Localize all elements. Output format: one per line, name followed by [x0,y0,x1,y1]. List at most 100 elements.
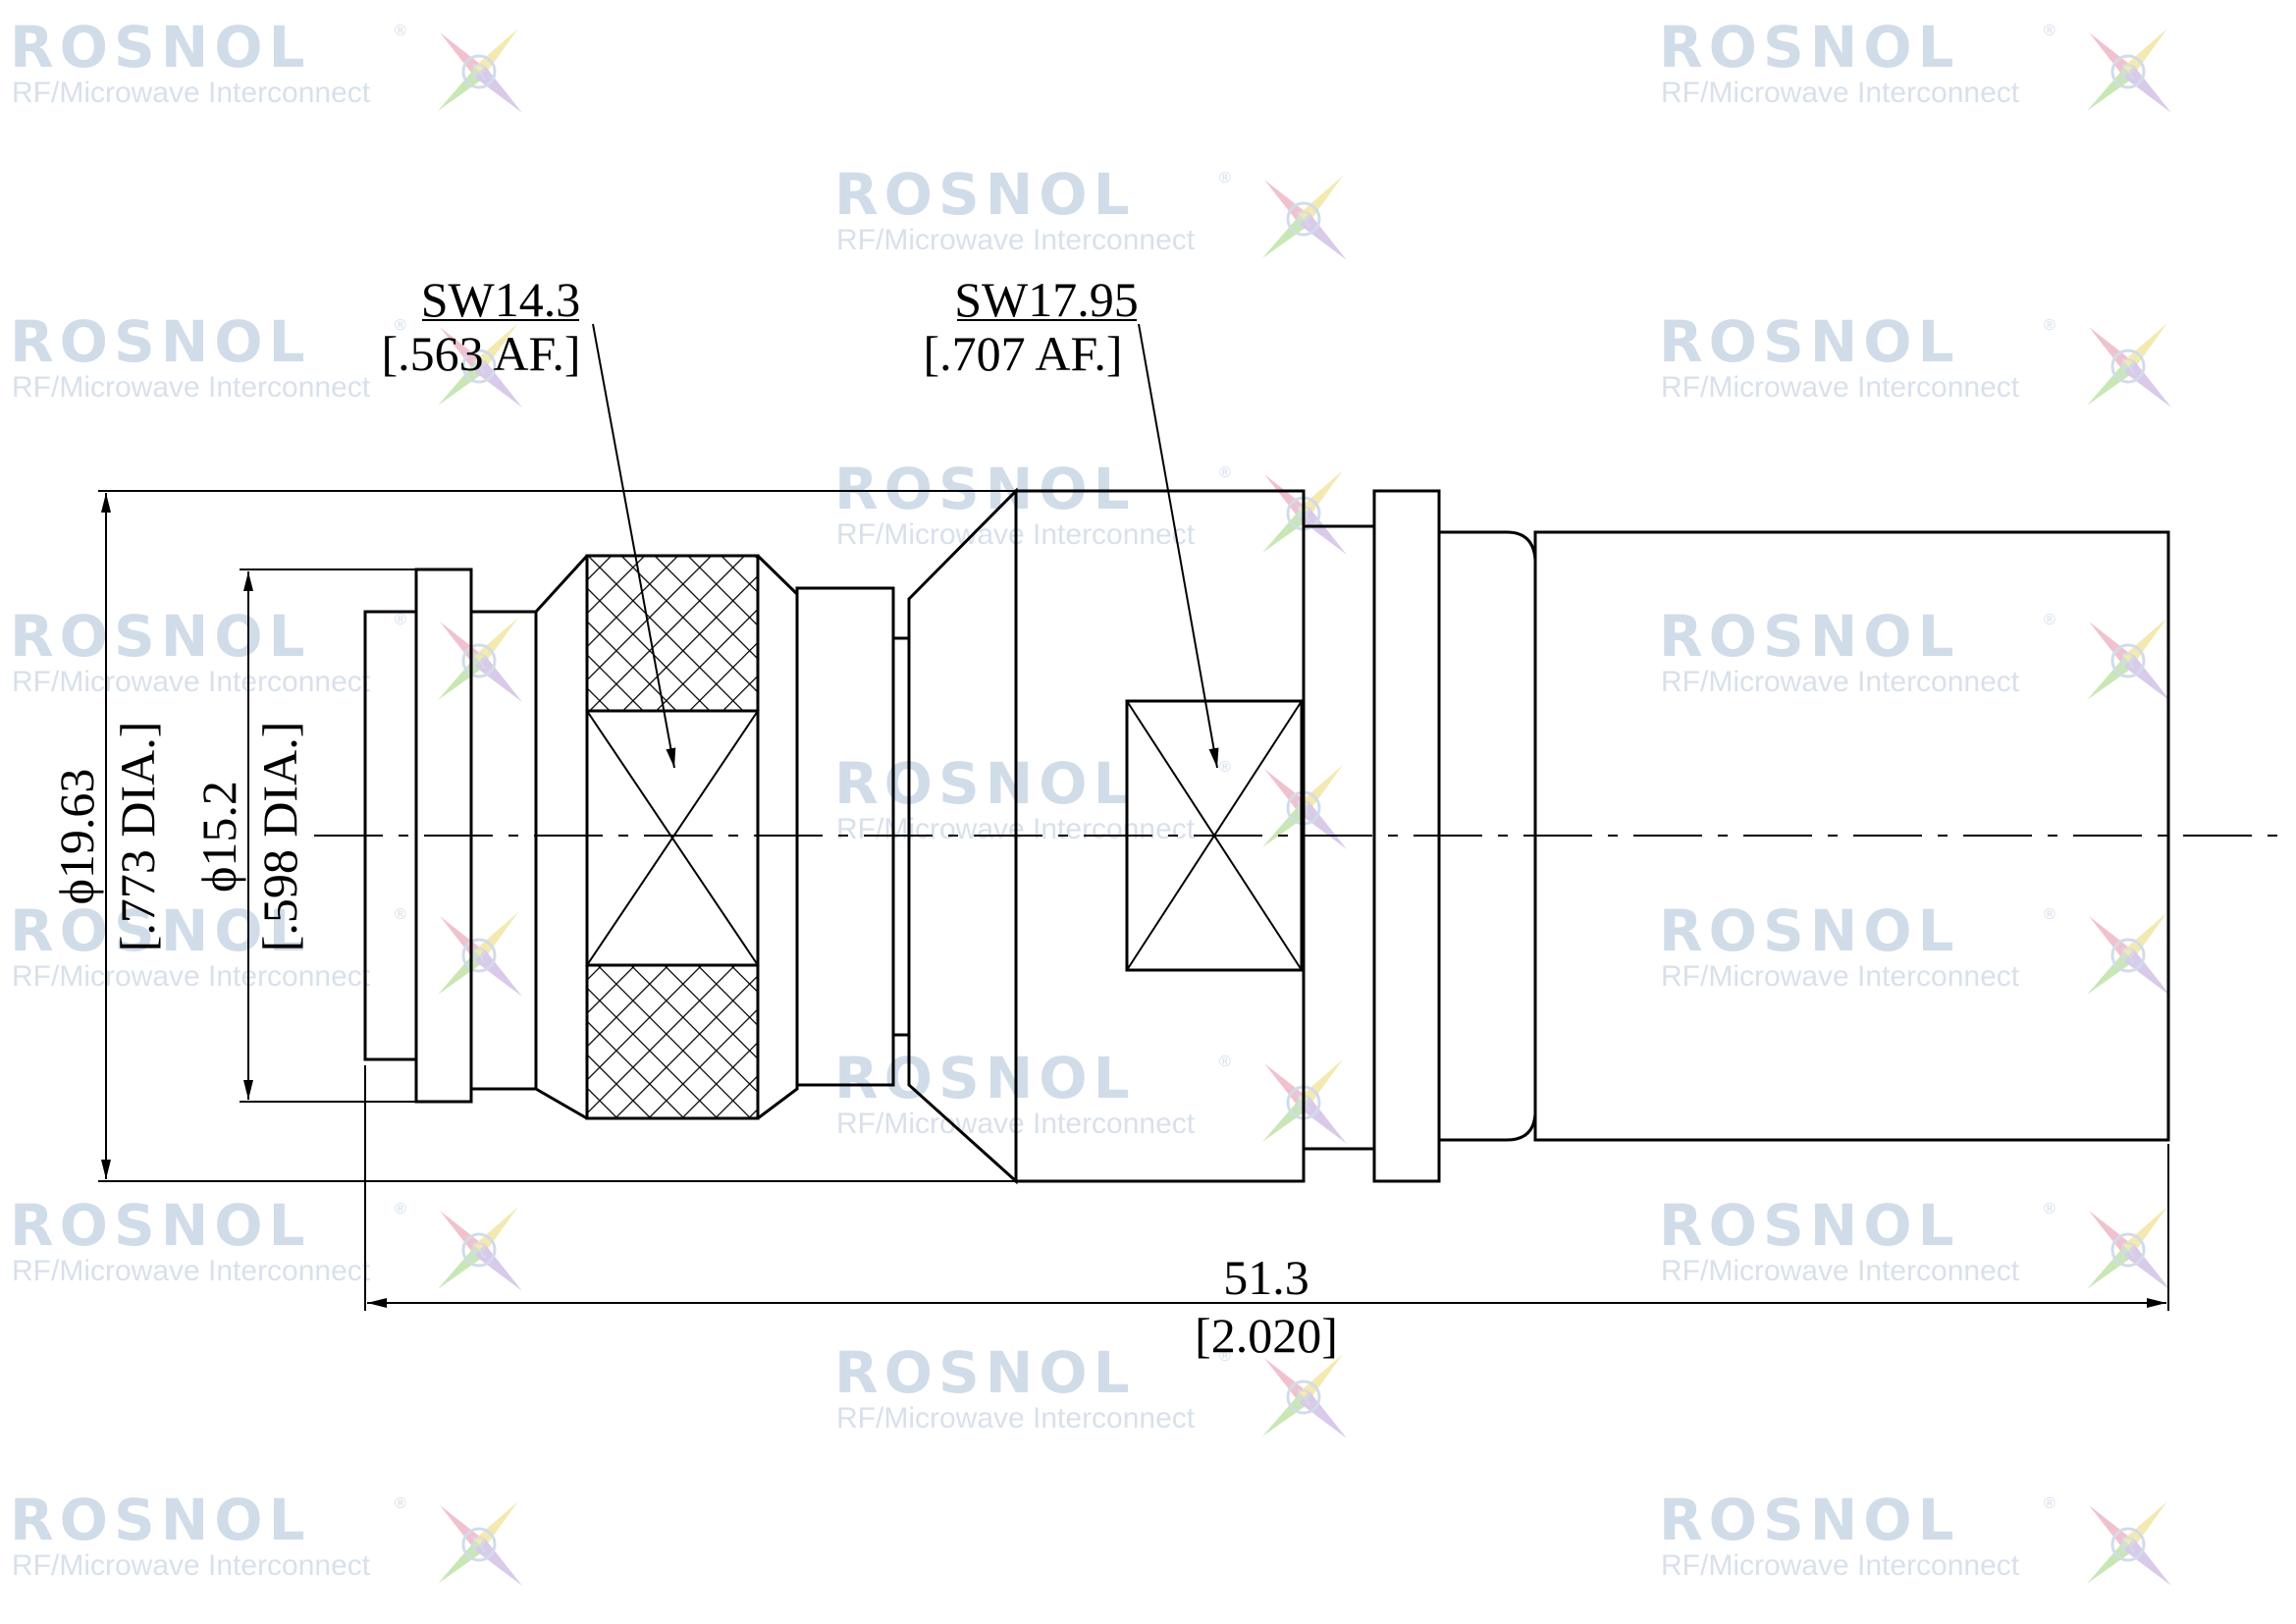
watermark-brand: ROSNOL [10,14,311,81]
watermark-tagline: RF/Microwave Interconnect [12,666,371,698]
rosnol-star-icon: R [2087,912,2171,997]
watermark-registered: ® [395,23,406,39]
watermark-logo-letter: R [1296,207,1311,232]
watermark-logo-letter: R [471,1238,487,1263]
rosnol-star-icon: R [1262,176,1347,260]
watermark-registered: ® [1219,759,1231,776]
overall-length-mm: 51.3 [1223,1250,1309,1305]
rosnol-star-icon: R [438,912,522,997]
rosnol-star-icon: R [2087,618,2171,702]
diameter-symbol: ϕ [49,879,104,904]
watermark-tagline: RF/Microwave Interconnect [12,1255,371,1287]
watermark-logo-letter: R [2120,354,2136,379]
overall-length-inch: [2.020] [1195,1308,1338,1363]
diameter-symbol: ϕ [191,867,246,893]
watermark-brand: ROSNOL [834,1339,1136,1406]
rosnol-star-icon: R [2087,1501,2171,1586]
rosnol-watermark: ROSNOL ® RF/Microwave Interconnect R [1659,603,2171,702]
watermark-registered: ® [1219,1348,1231,1365]
rosnol-watermark: ROSNOL ® RF/Microwave Interconnect R [10,1192,522,1291]
knurl-bottom [585,963,760,1120]
watermark-brand: ROSNOL [834,456,1136,522]
rosnol-watermark: ROSNOL ® RF/Microwave Interconnect R [10,897,522,997]
leader-right [1138,323,1219,769]
rosnol-star-icon: R [438,323,522,407]
wrench-right-inch: [.707 AF.] [924,326,1123,381]
rosnol-star-icon: R [438,618,522,702]
wrench-left-inch: [.563 AF.] [382,326,581,381]
watermark-brand: ROSNOL [1659,1192,1960,1259]
rosnol-watermark: ROSNOL ® RF/Microwave Interconnect R [1659,1192,2171,1291]
watermark-brand: ROSNOL [10,1487,311,1553]
watermark-brand: ROSNOL [10,1192,311,1259]
watermark-brand: ROSNOL [10,603,311,670]
inner-diameter-label: ϕ15.2 [191,781,246,893]
watermark-registered: ® [395,612,406,628]
watermark-tagline: RF/Microwave Interconnect [12,960,371,993]
watermark-registered: ® [395,906,406,923]
watermark-brand: ROSNOL [834,161,1136,228]
dimension-labels: SW14.3 [.563 AF.] SW17.95 [.707 AF.] ϕ19… [49,272,1338,1363]
wrench-flat-left [585,710,760,966]
rosnol-watermark: ROSNOL ® RF/Microwave Interconnect R [10,308,522,407]
dimension-lines [98,319,2169,1311]
watermark-tagline: RF/Microwave Interconnect [1661,1549,2020,1582]
watermark-logo-letter: R [2120,1238,2136,1263]
rosnol-star-icon: R [438,1207,522,1291]
watermark-registered: ® [2044,1201,2056,1218]
wrench-right-size: SW17.95 [954,272,1139,327]
watermark-logo-letter: R [2120,1533,2136,1557]
watermark-registered: ® [1219,1054,1231,1070]
watermark-brand: ROSNOL [10,897,311,964]
watermark-tagline: RF/Microwave Interconnect [12,77,371,109]
watermark-tagline: RF/Microwave Interconnect [12,1549,371,1582]
rosnol-watermark: ROSNOL ® RF/Microwave Interconnect R [10,603,522,702]
watermark-tagline: RF/Microwave Interconnect [836,224,1196,256]
outer-diameter-inch: [.773 DIA.] [110,722,165,952]
rosnol-star-icon: R [2087,323,2171,407]
watermark-registered: ® [1219,464,1231,481]
inner-diameter-mm: 15.2 [191,781,246,867]
watermark-logo-letter: R [471,60,487,84]
watermark-brand: ROSNOL [1659,14,1960,81]
watermark-logo-letter: R [471,649,487,674]
outer-diameter-mm: 19.63 [49,769,104,880]
watermark-brand: ROSNOL [10,308,311,375]
rear-collar [1302,524,1376,1151]
watermark-tagline: RF/Microwave Interconnect [1661,666,2020,698]
rosnol-watermark: ROSNOL ® RF/Microwave Interconnect R [10,14,522,113]
watermark-registered: ® [2044,317,2056,334]
rosnol-watermark: ROSNOL ® RF/Microwave Interconnect R [834,161,1347,260]
watermark-registered: ® [2044,23,2056,39]
watermark-registered: ® [2044,612,2056,628]
watermark-brand: ROSNOL [834,750,1136,817]
watermark-tagline: RF/Microwave Interconnect [1661,371,2020,404]
watermark-brand: ROSNOL [1659,897,1960,964]
rosnol-star-icon: R [1262,1354,1347,1438]
watermark-logo-letter: R [2120,649,2136,674]
watermark-registered: ® [395,1201,406,1218]
watermark-logo-letter: R [2120,60,2136,84]
watermark-logo-letter: R [471,1533,487,1557]
rosnol-star-icon: R [1262,1059,1347,1144]
watermark-registered: ® [1219,170,1231,187]
watermark-registered: ® [395,317,406,334]
watermark-tagline: RF/Microwave Interconnect [1661,1255,2020,1287]
watermark-brand: ROSNOL [1659,603,1960,670]
rosnol-star-icon: R [1262,470,1347,555]
outer-diameter-label: ϕ19.63 [49,769,104,905]
rosnol-star-icon: R [438,28,522,113]
watermark-tagline: RF/Microwave Interconnect [1661,960,2020,993]
connector-body [314,487,2287,1185]
watermark-tagline: RF/Microwave Interconnect [1661,77,2020,109]
watermark-brand: ROSNOL [834,1045,1136,1111]
watermark-tagline: RF/Microwave Interconnect [12,371,371,404]
